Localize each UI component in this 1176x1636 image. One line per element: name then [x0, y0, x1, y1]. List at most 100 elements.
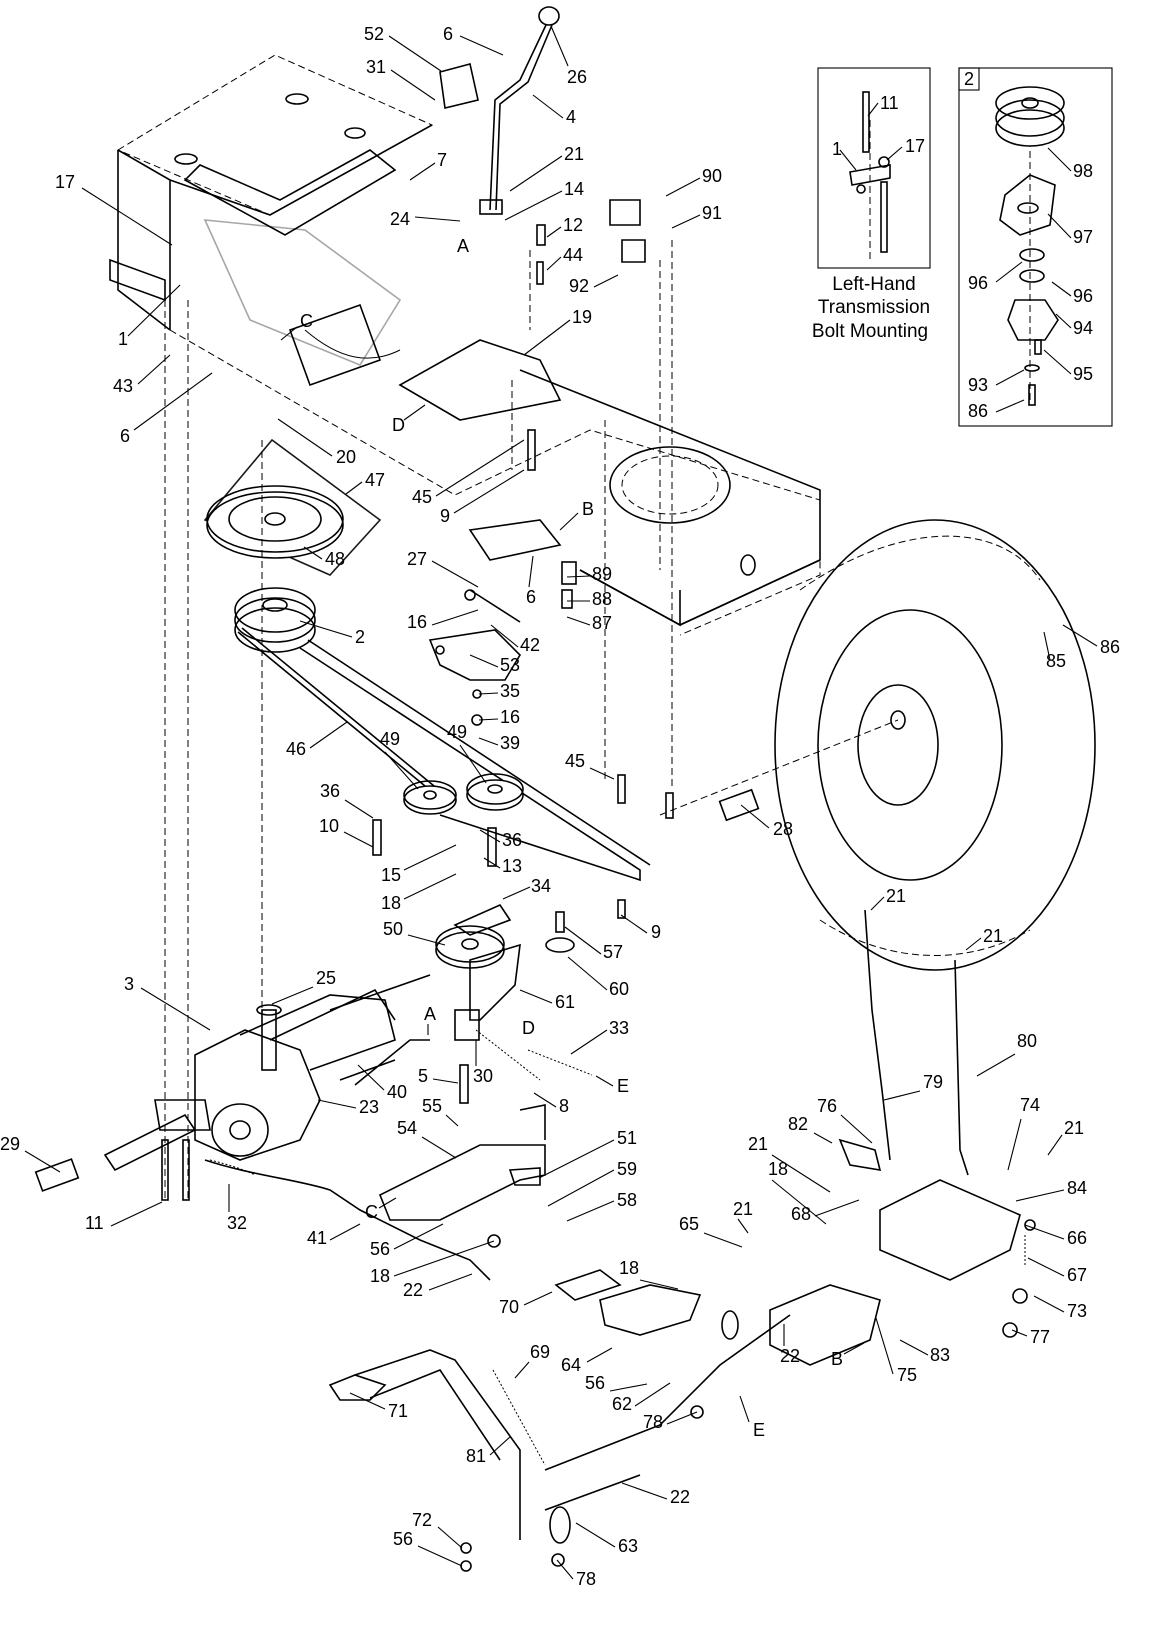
- part-callout-leader-line: [813, 1132, 833, 1144]
- part-callout-leader-line: [550, 25, 569, 67]
- part-callout-leader-line: [519, 989, 553, 1004]
- part-callout-leader-line: [559, 512, 579, 531]
- part-callout-leader-line: [417, 1545, 463, 1567]
- part-callout-leader-line: [1047, 1134, 1063, 1156]
- part-callout-label: A: [457, 236, 469, 256]
- part-callout-label: 61: [555, 992, 575, 1012]
- part-callout-leader-line: [435, 439, 525, 497]
- part-callout-label: 42: [520, 635, 540, 655]
- part-callout-label: 18: [381, 893, 401, 913]
- inset-tag: 2: [964, 69, 974, 89]
- pulley-belt-system: [203, 438, 651, 969]
- part-callout-label: 75: [897, 1365, 917, 1385]
- inset-left-callout-leader-line: [867, 102, 879, 117]
- part-callout-label: 46: [286, 739, 306, 759]
- part-callout-label: 55: [422, 1096, 442, 1116]
- part-callout-label: 72: [412, 1510, 432, 1530]
- part-callout-leader-line: [344, 799, 374, 819]
- inset-right-callout-leader-line: [1043, 349, 1072, 375]
- part-callout-label: 83: [930, 1345, 950, 1365]
- part-callout-label: 29: [0, 1134, 20, 1154]
- part-callout-label: 44: [563, 245, 583, 265]
- part-callout-leader-line: [137, 354, 171, 385]
- part-callout-label: 78: [576, 1569, 596, 1589]
- part-callout-label: 47: [365, 470, 385, 490]
- part-callout-label: 27: [407, 549, 427, 569]
- part-callout-label: 7: [437, 150, 447, 170]
- part-callout-leader-line: [81, 187, 173, 246]
- part-callout-label: 56: [585, 1373, 605, 1393]
- part-callout-label: 56: [370, 1239, 390, 1259]
- part-callout-leader-line: [478, 737, 499, 746]
- part-callout-leader-line: [490, 624, 519, 648]
- part-callout-leader-line: [504, 190, 563, 221]
- inset-left-callout-label: 17: [905, 136, 925, 156]
- part-callout-label: A: [424, 1004, 436, 1024]
- part-callout-label: 82: [788, 1114, 808, 1134]
- part-callout-label: 18: [370, 1266, 390, 1286]
- part-callout-label: 71: [388, 1401, 408, 1421]
- idler-bracket: [372, 224, 674, 919]
- part-callout-leader-line: [432, 1078, 459, 1084]
- part-callout-label: 32: [227, 1213, 247, 1233]
- part-callout-label: 10: [319, 816, 339, 836]
- part-callout-leader-line: [976, 1053, 1016, 1077]
- part-callout-label: 13: [502, 856, 522, 876]
- part-callout-label: 56: [393, 1529, 413, 1549]
- part-callout-label: 70: [499, 1297, 519, 1317]
- part-callout-label: C: [365, 1202, 378, 1222]
- part-callout-label: 85: [1046, 651, 1066, 671]
- part-callout-leader-line: [110, 1201, 163, 1227]
- part-callout-label: 88: [592, 589, 612, 609]
- inset-caption-line-1: Left-Hand: [832, 274, 915, 295]
- inset-right-callout-label: 97: [1073, 227, 1093, 247]
- part-callout-leader-line: [538, 1139, 615, 1179]
- part-callout-leader-line: [875, 1317, 894, 1375]
- part-callout-leader-line: [740, 804, 770, 829]
- part-callout-leader-line: [586, 1347, 613, 1363]
- part-callout-leader-line: [514, 1361, 530, 1379]
- inset-right-callout-leader-line: [1047, 147, 1072, 172]
- part-callout-leader-line: [620, 914, 648, 934]
- part-callout-leader-line: [739, 1395, 750, 1423]
- pedal-assembly: [328, 909, 1036, 1572]
- part-callout-leader-line: [771, 1154, 831, 1193]
- part-callout-leader-line: [593, 274, 619, 288]
- part-callout-leader-line: [883, 1090, 921, 1101]
- part-callout-label: 40: [387, 1082, 407, 1102]
- part-callout-label: 76: [817, 1096, 837, 1116]
- part-callout-leader-line: [421, 1136, 457, 1159]
- part-callout-leader-line: [303, 546, 323, 560]
- part-callout-leader-line: [343, 831, 374, 848]
- inset-left-callout-leader-line: [839, 149, 857, 171]
- part-callout-label: 18: [619, 1258, 639, 1278]
- part-callout-label: 9: [651, 922, 661, 942]
- inset-right-callout-leader-line: [995, 399, 1025, 413]
- part-callout-label: 12: [563, 215, 583, 235]
- part-callout-leader-line: [388, 35, 442, 72]
- part-callout-label: B: [582, 499, 594, 519]
- part-callout-label: 25: [316, 968, 336, 988]
- part-callout-leader-line: [299, 620, 353, 638]
- part-callout-leader-line: [127, 284, 181, 337]
- part-callout-leader-line: [140, 987, 211, 1031]
- part-callout-label: 78: [643, 1412, 663, 1432]
- part-callout-leader-line: [390, 69, 436, 101]
- part-callout-label: 49: [380, 729, 400, 749]
- inset-right-callout-leader-line: [1051, 281, 1072, 297]
- inset-right-callout-label: 93: [968, 375, 988, 395]
- part-callout-label: 4: [566, 107, 576, 127]
- part-callout-leader-line: [431, 560, 479, 588]
- part-callout-leader-line: [566, 616, 591, 626]
- shift-lever: [439, 6, 560, 215]
- part-callout-leader-line: [280, 326, 298, 341]
- part-callout-leader-line: [329, 1223, 361, 1241]
- part-callout-label: 68: [791, 1204, 811, 1224]
- part-callout-label: 67: [1067, 1265, 1087, 1285]
- part-callout-label: 34: [531, 876, 551, 896]
- tension-assembly: [378, 903, 593, 1248]
- part-callout-leader-line: [431, 609, 479, 626]
- part-callout-label: 1: [118, 329, 128, 349]
- part-callout-label: 77: [1030, 1327, 1050, 1347]
- part-callout-leader-line: [1033, 1295, 1065, 1313]
